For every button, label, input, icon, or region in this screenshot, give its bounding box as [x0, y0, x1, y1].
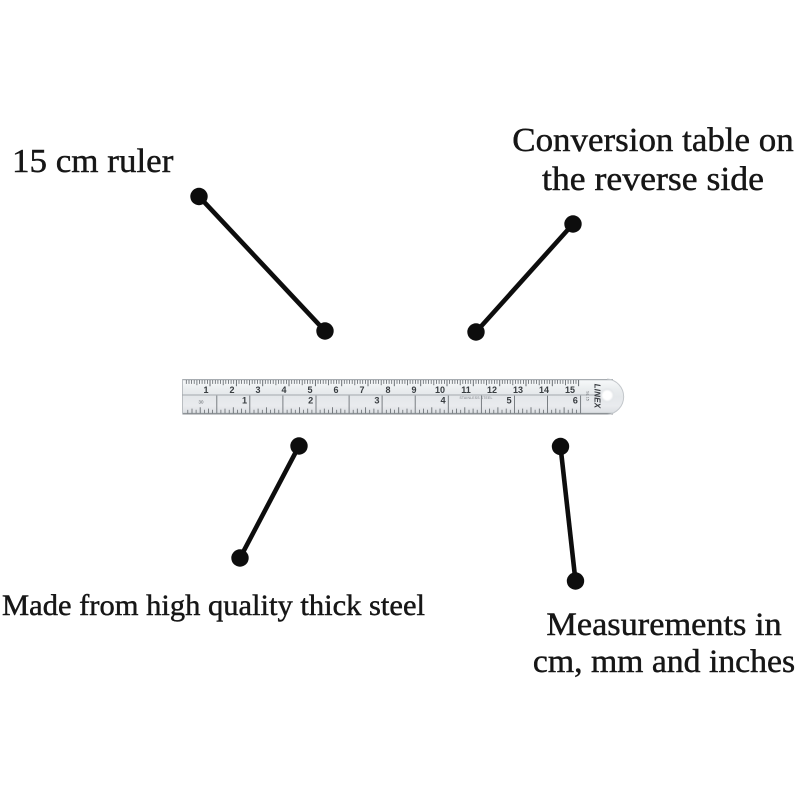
svg-text:11: 11 [461, 385, 471, 395]
svg-text:1: 1 [203, 385, 208, 395]
svg-text:3: 3 [374, 395, 379, 405]
svg-text:SL 15: SL 15 [586, 391, 590, 401]
svg-text:8: 8 [385, 385, 390, 395]
svg-text:9: 9 [411, 385, 416, 395]
svg-text:LINEX: LINEX [593, 384, 602, 409]
svg-text:10: 10 [435, 385, 445, 395]
svg-text:2: 2 [308, 395, 313, 405]
svg-text:7: 7 [359, 385, 364, 395]
svg-text:2: 2 [229, 385, 234, 395]
svg-text:14: 14 [539, 385, 549, 395]
svg-text:STAINLESS STEEL: STAINLESS STEEL [459, 396, 492, 400]
svg-text:3: 3 [255, 385, 260, 395]
svg-text:12: 12 [487, 385, 497, 395]
svg-text:6: 6 [573, 395, 578, 405]
svg-text:5: 5 [507, 395, 512, 405]
svg-text:13: 13 [513, 385, 523, 395]
svg-text:4: 4 [281, 385, 286, 395]
svg-text:15: 15 [565, 385, 575, 395]
svg-text:30: 30 [199, 400, 204, 405]
svg-text:1: 1 [242, 395, 247, 405]
svg-text:6: 6 [333, 385, 338, 395]
svg-text:4: 4 [440, 395, 446, 405]
svg-text:5: 5 [307, 385, 312, 395]
